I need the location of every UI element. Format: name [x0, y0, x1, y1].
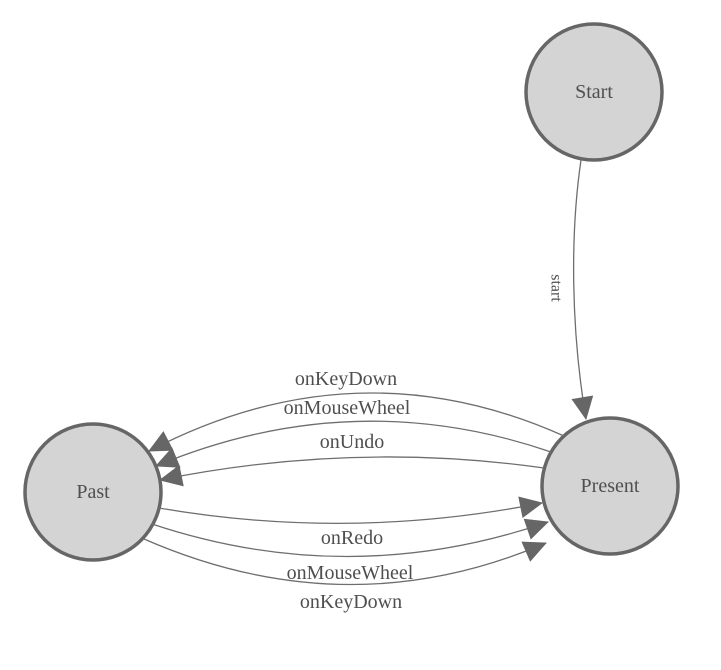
- transition-edge-past-present-onmousewheel: [151, 518, 549, 558]
- state-node-start: Start: [524, 22, 664, 162]
- edge-label-start: start: [548, 274, 565, 302]
- transition-edge-past-present-onredo: [158, 496, 543, 524]
- state-circle-past[interactable]: [23, 422, 163, 562]
- transition-edge-present-past-onmousewheel: [155, 420, 552, 468]
- edge-label-onmousewheel: onMouseWheel: [287, 562, 414, 584]
- state-circle-present[interactable]: [540, 416, 680, 556]
- edge-label-onundo: onUndo: [320, 431, 384, 453]
- edge-label-onmousewheel: onMouseWheel: [284, 397, 411, 419]
- transition-edge-past-present-onkeydown: [143, 538, 547, 586]
- transition-edge-present-past-onkeydown: [148, 392, 565, 452]
- state-label-past: Past: [76, 481, 110, 503]
- state-label-start: Start: [575, 81, 613, 103]
- state-circle-start[interactable]: [524, 22, 664, 162]
- state-label-present: Present: [581, 475, 640, 497]
- edge-label-onkeydown: onKeyDown: [295, 368, 397, 390]
- transition-edge-start-present-start: [571, 159, 594, 420]
- edge-label-onkeydown: onKeyDown: [300, 591, 402, 613]
- edge-label-onredo: onRedo: [321, 527, 383, 549]
- state-node-present: Present: [540, 416, 680, 556]
- state-node-past: Past: [23, 422, 163, 562]
- transition-edge-present-past-onundo: [159, 456, 545, 487]
